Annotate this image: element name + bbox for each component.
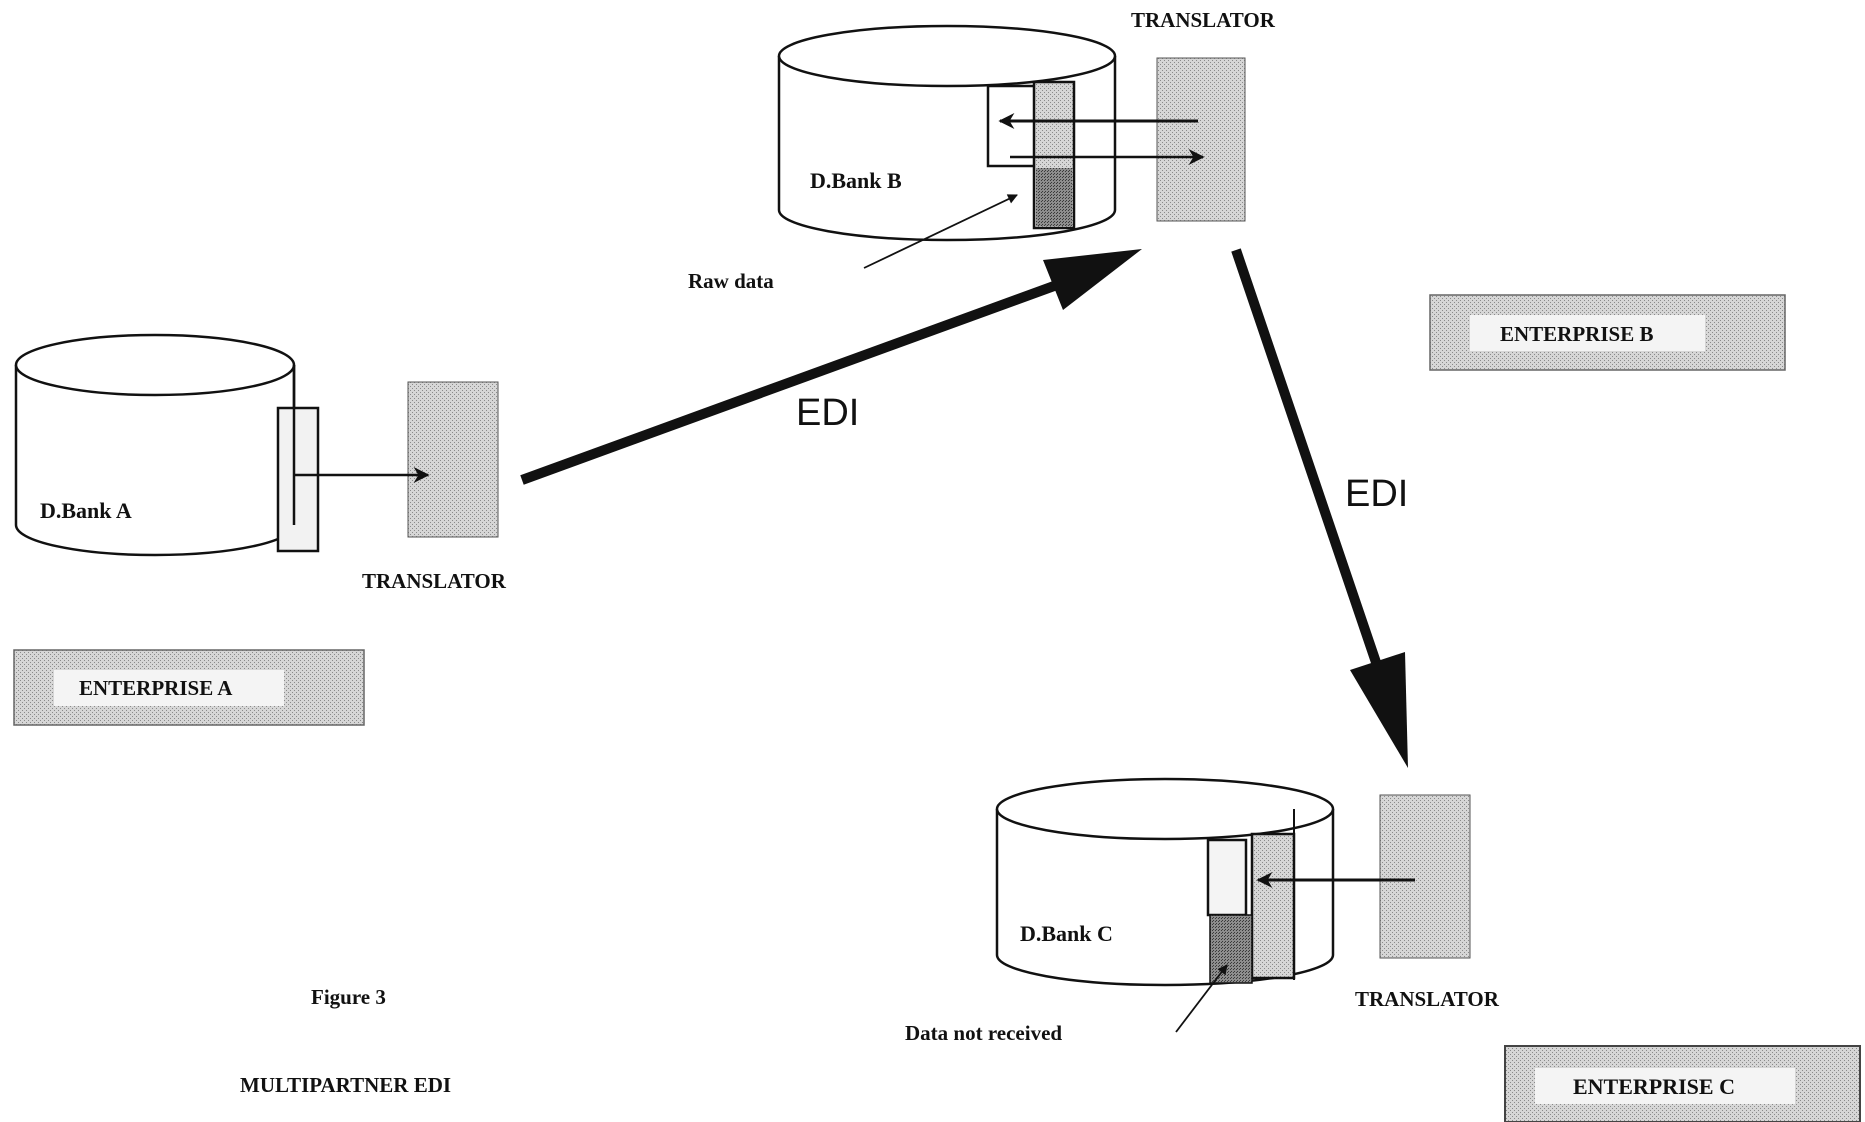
- edi-flow-a-to-b: [520, 249, 1142, 485]
- databank-c-record-empty: [1206, 838, 1248, 917]
- raw-data-pointer: [863, 194, 1018, 269]
- data-not-received-label: Data not received: [905, 1021, 1062, 1045]
- databank-a-record: [276, 406, 320, 553]
- databank-a: D.Bank A: [14, 333, 320, 557]
- databank-b: D.Bank B: [777, 24, 1117, 242]
- raw-data-label: Raw data: [688, 269, 774, 293]
- figure-title: MULTIPARTNER EDI: [240, 1073, 451, 1097]
- figure-number: Figure 3: [311, 985, 386, 1009]
- translator-a-label: TRANSLATOR: [362, 569, 507, 593]
- translator-b-box: [1156, 57, 1246, 222]
- translator-c-box: [1379, 794, 1471, 959]
- databank-a-label: D.Bank A: [40, 498, 132, 523]
- enterprise-c-label: ENTERPRISE C: [1573, 1074, 1735, 1099]
- edi-flow-b-to-c: [1231, 248, 1408, 768]
- edi-label-b-to-c: EDI: [1345, 473, 1408, 515]
- data-not-received-pointer: [1175, 964, 1228, 1033]
- databank-c-label: D.Bank C: [1020, 921, 1113, 946]
- databank-c: D.Bank C: [995, 777, 1335, 987]
- databank-b-label: D.Bank B: [810, 168, 902, 193]
- enterprise-a-box: ENTERPRISE A: [13, 649, 365, 726]
- edi-label-a-to-b: EDI: [796, 392, 859, 434]
- enterprise-b-box: ENTERPRISE B: [1429, 294, 1786, 371]
- enterprise-a-label: ENTERPRISE A: [79, 676, 233, 700]
- translator-b-label: TRANSLATOR: [1131, 8, 1276, 32]
- enterprise-b-label: ENTERPRISE B: [1500, 322, 1653, 346]
- databank-c-data-column: [1250, 832, 1296, 980]
- translator-c-label: TRANSLATOR: [1355, 987, 1500, 1011]
- translator-a-box: [407, 381, 499, 538]
- databank-c-record-missing: [1209, 914, 1253, 984]
- enterprise-c-box: ENTERPRISE C: [1504, 1045, 1861, 1122]
